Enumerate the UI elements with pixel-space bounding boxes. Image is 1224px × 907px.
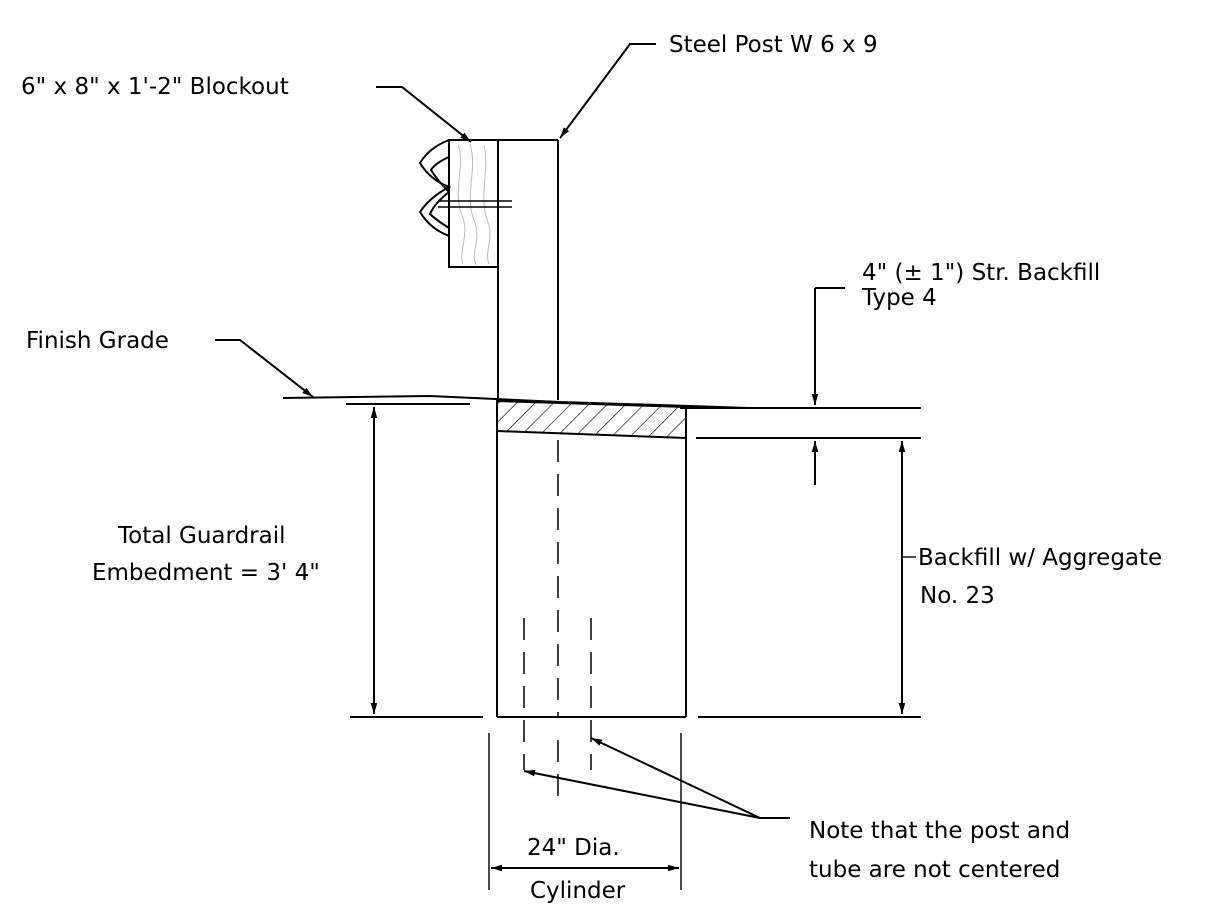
finish-grade-leader	[215, 339, 314, 398]
blockout	[448, 139, 499, 268]
str-backfill-label-line1: 4" (± 1") Str. Backfill	[862, 260, 1100, 286]
cylinder-label-line1: 24" Dia.	[527, 835, 620, 861]
aggregate-label-line1: Backfill w/ Aggregate	[918, 545, 1162, 571]
note-leaders	[523, 737, 790, 819]
cylinder-hole	[496, 431, 687, 718]
finish-grade-label: Finish Grade	[26, 328, 169, 354]
cylinder-label-line2: Cylinder	[530, 878, 626, 904]
embedment-label-line2: Embedment = 3' 4"	[92, 560, 320, 586]
bolt	[438, 200, 512, 208]
aggregate-label-line2: No. 23	[920, 583, 995, 609]
embedment-label-line1: Total Guardrail	[117, 523, 286, 549]
note-label-line1: Note that the post and	[809, 818, 1070, 844]
structural-backfill-type4	[496, 399, 687, 440]
steel-post-leader	[559, 43, 656, 139]
str-backfill-dimension	[811, 287, 845, 485]
note-label-line2: tube are not centered	[809, 857, 1060, 883]
steel-post-label: Steel Post W 6 x 9	[669, 32, 878, 58]
blockout-leader	[376, 86, 472, 143]
steel-post	[497, 139, 559, 400]
blockout-label: 6" x 8" x 1'-2" Blockout	[21, 74, 289, 100]
str-backfill-label-line2: Type 4	[861, 285, 937, 311]
blockout-wood-grain	[457, 143, 491, 266]
cylinder-diameter-dimension	[488, 733, 682, 890]
hidden-post-lines	[523, 440, 592, 800]
